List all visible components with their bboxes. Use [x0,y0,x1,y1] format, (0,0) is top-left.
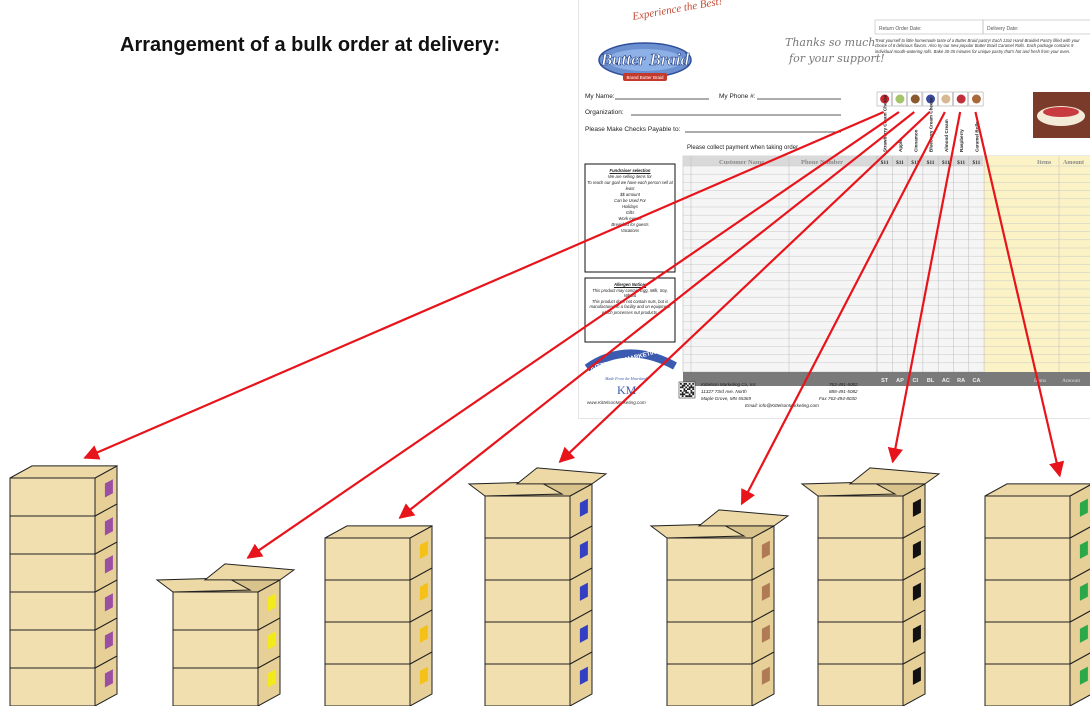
brand-name: Butter Braid [600,50,690,69]
box-flap [203,563,296,581]
box-stack-bl [467,467,608,706]
box-stack-ac [649,509,790,706]
flavor-label-sticker [761,666,770,685]
box [984,484,1090,539]
flavor-label-sticker [912,666,921,685]
flavor-column-ra: Raspberry [953,91,969,152]
foot-amount: Amount [1062,378,1081,384]
box [984,610,1090,665]
flavor-price: $11 [957,159,965,166]
flavor-label-sticker [1079,540,1088,559]
box-stack-ra [800,467,941,706]
flavor-label-sticker [419,582,428,601]
box-top [984,483,1090,497]
box [324,609,433,665]
flavor-label-sticker [104,593,113,612]
flavor-label-sticker [104,631,113,650]
fruit-icon [956,94,966,104]
flavor-label-sticker [912,582,921,601]
fruit-icon [941,94,951,104]
thanks-note: Thanks so much for your support! [785,36,885,65]
box-flap [697,509,790,527]
flavor-label-sticker [1079,582,1088,601]
my-phone-label: My Phone #: [719,93,756,100]
box [484,609,593,665]
box [172,617,281,669]
flavor-label-sticker [104,479,113,498]
col-amount: Amount [1063,160,1084,166]
butter-braid-logo: Experience the Best! Butter Braid Brand … [598,0,723,81]
flavor-label-sticker [761,624,770,643]
box [324,651,433,706]
flavor-label-sticker [104,555,113,574]
box-flap [515,467,608,485]
box [817,609,926,665]
box [817,567,926,623]
flavor-label-sticker [1079,624,1088,643]
box-stack-ca [984,483,1090,706]
box-stack-ap [155,563,296,706]
flavor-label-sticker [419,624,428,643]
box [984,652,1090,706]
delivery-date-label: Delivery Date: [987,26,1018,32]
thanks-line-1: Thanks so much [785,36,875,49]
box [172,579,281,631]
page-title: Arrangement of a bulk order at delivery: [120,34,501,56]
box-stack-st [9,465,118,706]
box-stack-ci [324,525,433,706]
flavor-label-sticker [267,593,276,612]
flavor-label-sticker [761,582,770,601]
box [9,465,118,517]
flavor-label-sticker [267,669,276,688]
brand-sub: Brand Butter Braid [626,75,664,80]
fruit-icon [910,94,920,104]
box [984,568,1090,623]
box [172,655,281,706]
flavor-label-sticker [1079,498,1088,517]
flavor-label-sticker [579,582,588,601]
box [666,609,775,665]
flavor-label-sticker [104,669,113,688]
return-date-label: Return Order Date: [879,26,922,32]
fruit-icon [926,94,936,104]
box [9,541,118,593]
box [984,526,1090,581]
box [9,617,118,669]
flavor-label-sticker [912,624,921,643]
flavor-name: Raspberry [959,129,964,152]
fruit-icon [880,94,890,104]
box [817,651,926,706]
thanks-line-2: for your support! [788,52,885,65]
flavor-label-sticker [419,666,428,685]
intro-text: Treat yourself to little homemade taste … [875,38,1080,54]
box [9,655,118,706]
box-top [9,465,118,479]
flavor-label-sticker [912,540,921,559]
flavor-label-sticker [104,517,113,536]
date-fields: Return Order Date: Delivery Date: [874,19,1090,35]
box-flap [848,467,941,485]
box [666,651,775,706]
fruit-icon [895,94,905,104]
fruit-icon [971,94,981,104]
flavor-label-sticker [1079,666,1088,685]
flavor-label-sticker [267,631,276,650]
flavor-label-sticker [579,624,588,643]
my-name-label: My Name: [585,93,615,100]
flavor-label-sticker [579,666,588,685]
